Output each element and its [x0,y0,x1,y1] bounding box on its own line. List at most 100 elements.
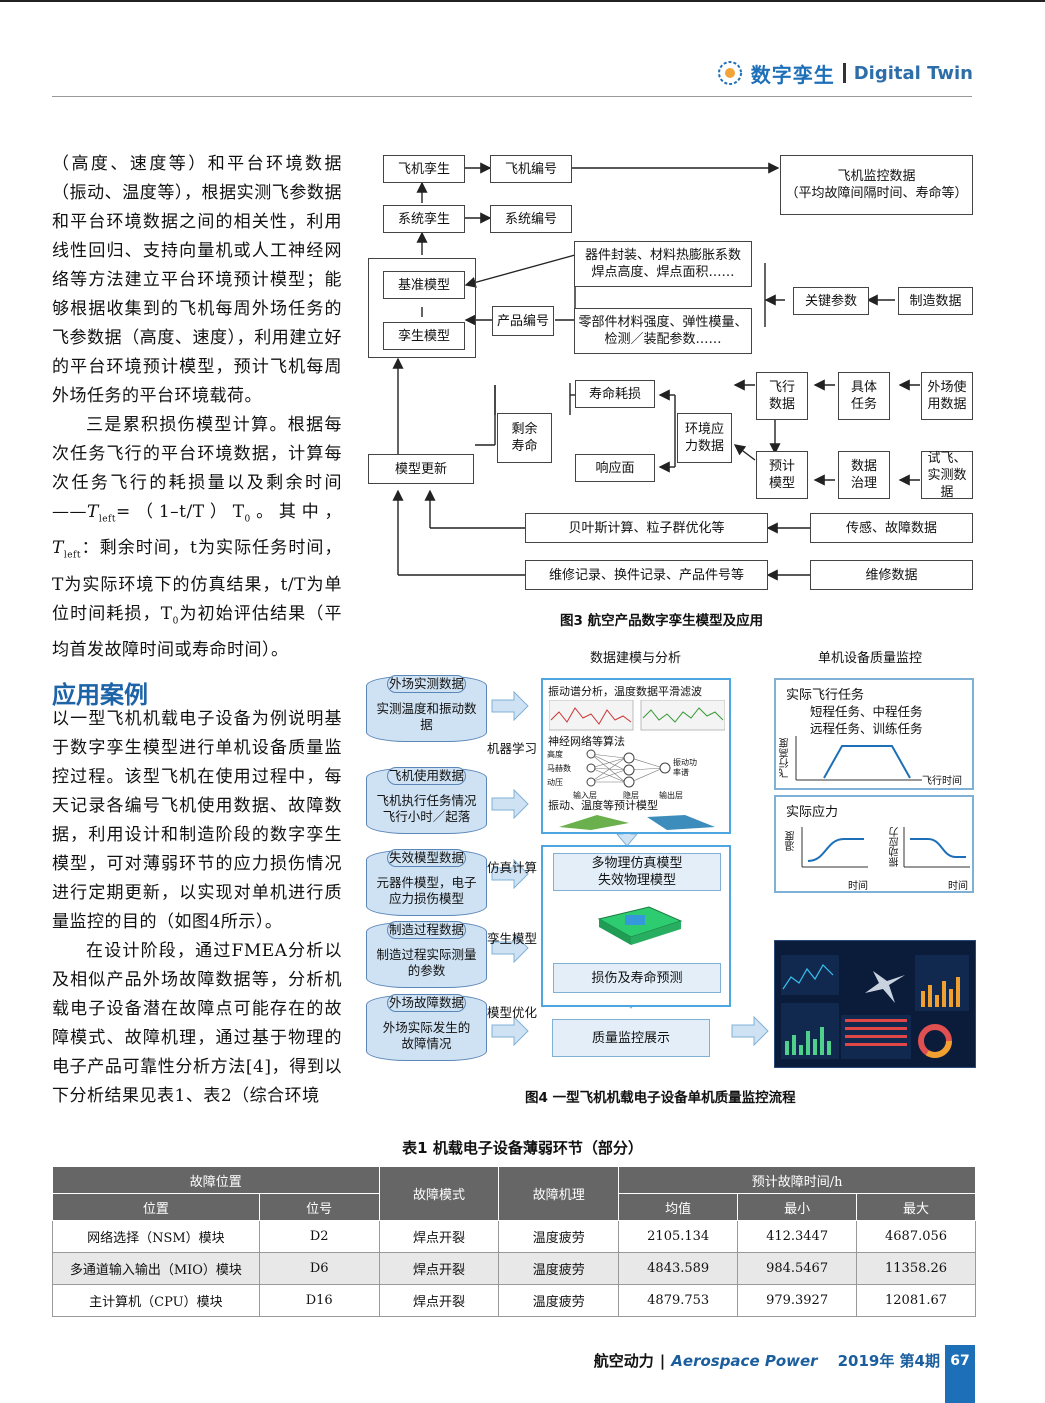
ml-t2: 神经网络等算法 [548,735,625,748]
cyl-title: 外场实测数据 [387,675,466,693]
cyl-manufacturing: 制造过程数据 制造过程实际测量 的参数 [366,921,487,988]
cell-mode: 焊点开裂 [378,1284,500,1317]
predict-model-box: 预计 模型 [756,451,808,499]
cyl-aircraft-usage: 飞机使用数据 飞机执行任务情况 飞行小时／起落 [366,767,487,834]
sim-model-box: 多物理仿真模型 失效物理模型 [553,853,721,891]
system-twin-box: 系统孪生 [383,205,465,233]
cell-ref-id: D2 [258,1220,380,1253]
paragraph-1: （高度、速度等）和平台环境数据（振动、温度等），根据实测飞参数据和平台环境数据之… [52,154,342,406]
fig4-col-head-2: 单机设备质量监控 [818,651,923,666]
left-column-top: （高度、速度等）和平台环境数据（振动、温度等），根据实测飞参数据和平台环境数据之… [52,150,342,665]
cyl-title: 制造过程数据 [387,921,466,939]
p2-part-b: 。其中， [250,502,342,522]
response-surface-box: 响应面 [575,454,655,482]
cyl-body: 飞机执行任务情况 飞行小时／起落 [376,793,477,824]
paragraph-2: 三是累积损伤模型计算。根据每次任务飞行的平台环境数据，计算每次任务飞行的耗损量以… [52,411,342,665]
mission-l2: 远程任务、训练任务 [810,721,923,736]
journal-issue: 2019年 第4期 [837,1352,940,1370]
fig4-caption: 图4 一型飞机机载电子设备单机质量监控流程 [525,1090,796,1106]
table1: 故障位置 故障模式 故障机理 预计故障时间/h 位置 位号 均值 最小 最大 网… [52,1166,976,1317]
cell-ref-id: D16 [258,1284,380,1317]
fig3-caption: 图3 航空产品数字孪生模型及应用 [560,613,764,629]
cyl-field-measured: 外场实测数据 实测温度和振动数据 [366,675,487,742]
label-twin: 孪生模型 [487,931,538,946]
aircraft-monitor-box: 飞机监控数据 （平均故障间隔时间、寿命等） [780,155,973,215]
fig4-col-head-1: 数据建模与分析 [590,651,682,666]
aircraft-id-box: 飞机编号 [490,155,572,183]
table1-title: 表1 机载电子设备薄弱环节（部分） [402,1139,643,1157]
th-mean: 均值 [618,1193,739,1221]
table-row: 网络选择（NSM）模块 D2 焊点开裂 温度疲劳 2105.134 412.34… [52,1220,976,1253]
cyl-body: 元器件模型，电子 应力损伤模型 [376,875,477,906]
th-max: 最大 [856,1193,976,1221]
th-ref-id: 位号 [258,1193,380,1221]
vibration-curve-plot [903,827,970,868]
field-use-box: 外场使 用数据 [921,372,973,420]
cell-mechanism: 温度疲劳 [498,1220,620,1253]
stress-x2: 时间 [948,881,968,892]
neural-network-icon [586,749,671,788]
footer-divider: | [659,1351,666,1370]
nn-output: 振动功 率谱 [673,758,697,777]
cell-mechanism: 温度疲劳 [498,1284,620,1317]
model-group-frame [368,258,476,358]
data-governance-box: 数据 治理 [838,451,890,499]
cell-mode: 焊点开裂 [378,1220,500,1253]
paragraph-3: 以一型飞机机载电子设备为例说明基于数字孪生模型进行单机设备质量监控过程。该型飞机… [52,709,342,932]
test-data-box: 试飞、 实测数据 [921,451,973,500]
formula-sub2: left [63,550,81,561]
p2-part-c: ：剩余时间，t为实际任务时间，T为实际环境下的仿真结果，t/T为单位时间耗损，T [52,538,342,624]
formula-sub0: 0 [244,514,251,525]
top-border [0,0,1045,2]
mission-panel: 实际飞行任务 短程任务、中程任务 远程任务、训练任务 飞行高度 飞行时间 [774,678,974,790]
formula-T: T [87,502,99,522]
cell-min: 979.3927 [737,1284,858,1317]
sensor-fault-box: 传感、故障数据 [810,513,973,543]
journal-cn: 航空动力 [593,1352,654,1370]
bayes-box: 贝叶斯计算、粒子群优化等 [525,513,768,543]
table-row: 多通道输入输出（MIO）模块 D6 焊点开裂 温度疲劳 4843.589 984… [52,1252,976,1285]
th-fault-mode: 故障模式 [378,1166,500,1221]
cyl-title: 飞机使用数据 [387,767,466,785]
formula-sub: left [98,514,116,525]
twin-model-box: 孪生模型 [383,322,465,350]
product-id-box: 产品编号 [492,306,554,336]
cell-max: 12081.67 [856,1284,976,1317]
formula-T2: T [52,538,64,559]
label-sim: 仿真计算 [487,860,538,875]
nn-input: 马赫数 [547,764,571,773]
cyl-body: 外场实际发生的 故障情况 [382,1020,471,1051]
cyl-failure-model: 失效模型数据 元器件模型，电子 应力损伤模型 [366,849,487,916]
th-predicted-time: 预计故障时间/h [618,1166,976,1194]
th-position: 位置 [52,1193,260,1221]
cell-position: 多通道输入输出（MIO）模块 [52,1252,260,1285]
th-fault-mechanism: 故障机理 [498,1166,620,1221]
formula-sub0b: 0 [172,616,179,627]
cell-min: 412.3447 [737,1220,858,1253]
journal-en: Aerospace Power [671,1351,818,1370]
spectrum-plot-icon [549,700,725,731]
mfg-data-box: 制造数据 [898,287,973,315]
maint-record-box: 维修记录、换件记录、产品件号等 [525,560,768,590]
env-stress-box: 环境应 力数据 [677,413,732,463]
mission-ylab: 飞行高度 [780,738,791,778]
cell-position: 网络选择（NSM）模块 [52,1220,260,1253]
stress-title: 实际应力 [786,805,839,820]
th-min: 最小 [737,1193,858,1221]
device-params-box: 器件封装、材料热膨胀系数 焊点高度、焊点面积…… [574,241,752,287]
cyl-field-fault: 外场故障数据 外场实际发生的 故障情况 [366,994,487,1061]
cyl-title: 外场故障数据 [387,994,466,1012]
p2-part-d: 为初始评估结果（平均首发故障时间或寿命时间）。 [52,603,342,661]
model-update-box: 模型更新 [368,454,474,484]
section-title: 应用案例 [52,681,148,709]
life-loss-box: 寿命耗损 [575,380,655,408]
nn-inputs: 高度 马赫数 动压 [547,748,571,790]
cell-max: 11358.26 [856,1252,976,1285]
part-params-box: 零部件材料强度、弹性模量、 检测／装配参数…… [574,308,752,354]
cell-mechanism: 温度疲劳 [498,1252,620,1285]
cell-ref-id: D6 [258,1252,380,1285]
surface-plot-icon [559,815,715,830]
digital-twin-logo-icon [717,61,742,85]
header-section-en: Digital Twin [853,62,973,84]
cell-min: 984.5467 [737,1252,858,1285]
